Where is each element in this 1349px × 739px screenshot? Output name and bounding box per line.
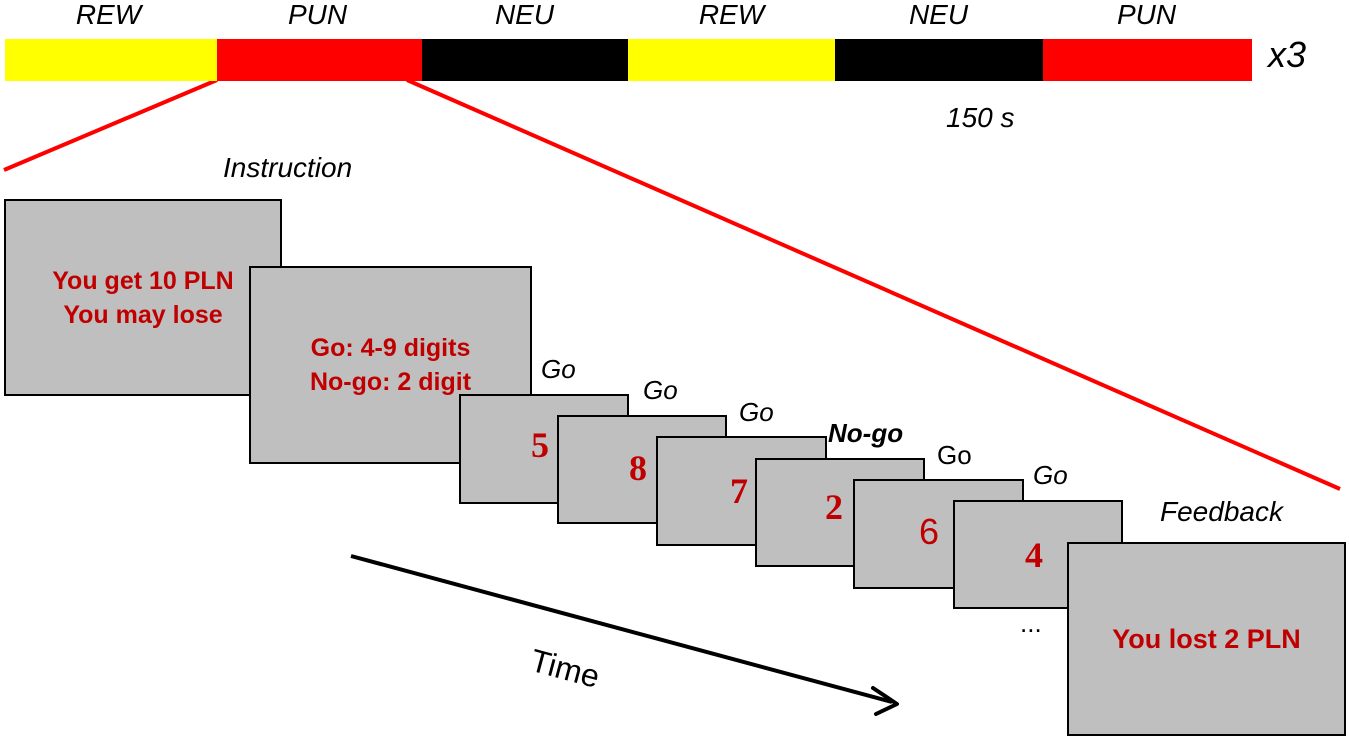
trial-label-4: No-go [828, 418, 904, 448]
ellipsis: ... [1020, 608, 1042, 638]
block-label-4: REW [698, 0, 765, 30]
time-arrow-head [871, 686, 899, 716]
instruction-screen-2-line-1: Go: 4-9 digits [310, 334, 471, 362]
trial-digit-4: 2 [825, 487, 843, 527]
block-bar-5 [835, 39, 1043, 81]
trial-digit-6: 4 [1025, 535, 1043, 575]
trial-label-3: Go [739, 397, 774, 427]
trial-digit-3: 7 [730, 471, 748, 511]
instruction-screen-1-line-1: You get 10 PLN [52, 266, 234, 295]
block-label-3: NEU [494, 0, 555, 30]
instruction-screen-2-line-2: No-go: 2 digit [309, 368, 472, 396]
block-bar-4 [628, 39, 835, 81]
block-bar-2 [217, 39, 422, 81]
trial-digit-5: 6 [919, 511, 940, 552]
time-arrow-shaft [350, 554, 893, 704]
block-bar-1 [5, 39, 217, 81]
instruction-screen-1-line-2: You may lose [63, 300, 223, 329]
block-label-2: PUN [287, 0, 348, 30]
block-label-1: REW [75, 0, 142, 30]
trial-label-2: Go [643, 375, 678, 405]
trial-digit-2: 8 [629, 448, 647, 488]
trial-label-6: Go [1033, 460, 1068, 490]
trial-digit-1: 5 [531, 425, 549, 465]
block-bar-6 [1043, 39, 1252, 81]
zoom-line-right [406, 78, 1341, 491]
feedback-screen: You lost 2 PLN [1067, 542, 1346, 736]
feedback-text: You lost 2 PLN [1112, 624, 1301, 654]
block-label-5: NEU [908, 0, 969, 30]
block-duration-label: 150 s [946, 102, 1015, 133]
block-bar-3 [422, 39, 628, 81]
zoom-line-left [3, 78, 218, 172]
trial-label-1: Go [541, 354, 576, 384]
instruction-label: Instruction [223, 152, 353, 183]
repeat-label: x3 [1268, 34, 1307, 75]
feedback-label: Feedback [1160, 496, 1283, 527]
block-label-6: PUN [1116, 0, 1177, 30]
instruction-screen-1: You get 10 PLN You may lose [4, 199, 282, 396]
instruction-screen-2: Go: 4-9 digits No-go: 2 digit [249, 266, 532, 464]
trial-label-5: Go [937, 440, 972, 470]
